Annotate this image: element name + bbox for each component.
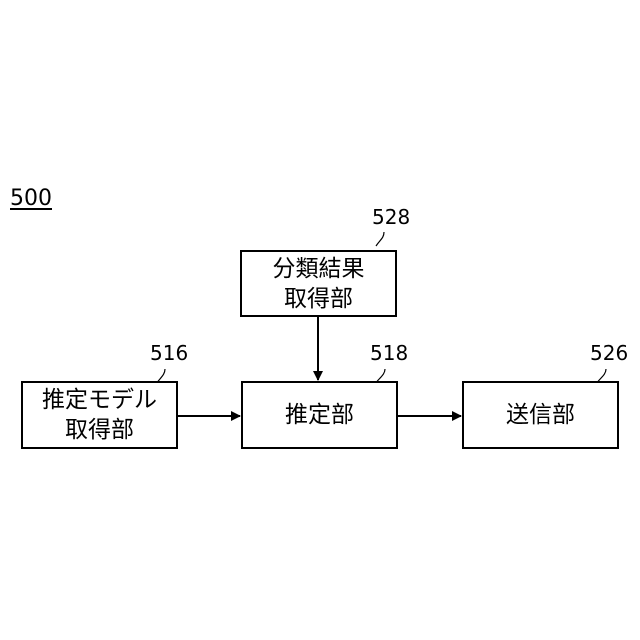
box-line: 推定モデル (42, 385, 157, 415)
box-line: 取得部 (284, 284, 353, 314)
ref-528: 528 (372, 205, 410, 229)
leader-528 (376, 232, 384, 246)
classification-result-acquisition-box: 分類結果 取得部 (240, 250, 397, 317)
ref-526: 526 (590, 341, 628, 365)
estimation-box: 推定部 (241, 381, 398, 449)
ref-516: 516 (150, 341, 188, 365)
box-line: 分類結果 (273, 254, 365, 284)
box-line: 取得部 (65, 415, 134, 445)
box-line: 送信部 (506, 400, 575, 430)
estimation-model-acquisition-box: 推定モデル 取得部 (21, 381, 178, 449)
box-line: 推定部 (285, 400, 354, 430)
transmission-box: 送信部 (462, 381, 619, 449)
ref-518: 518 (370, 341, 408, 365)
